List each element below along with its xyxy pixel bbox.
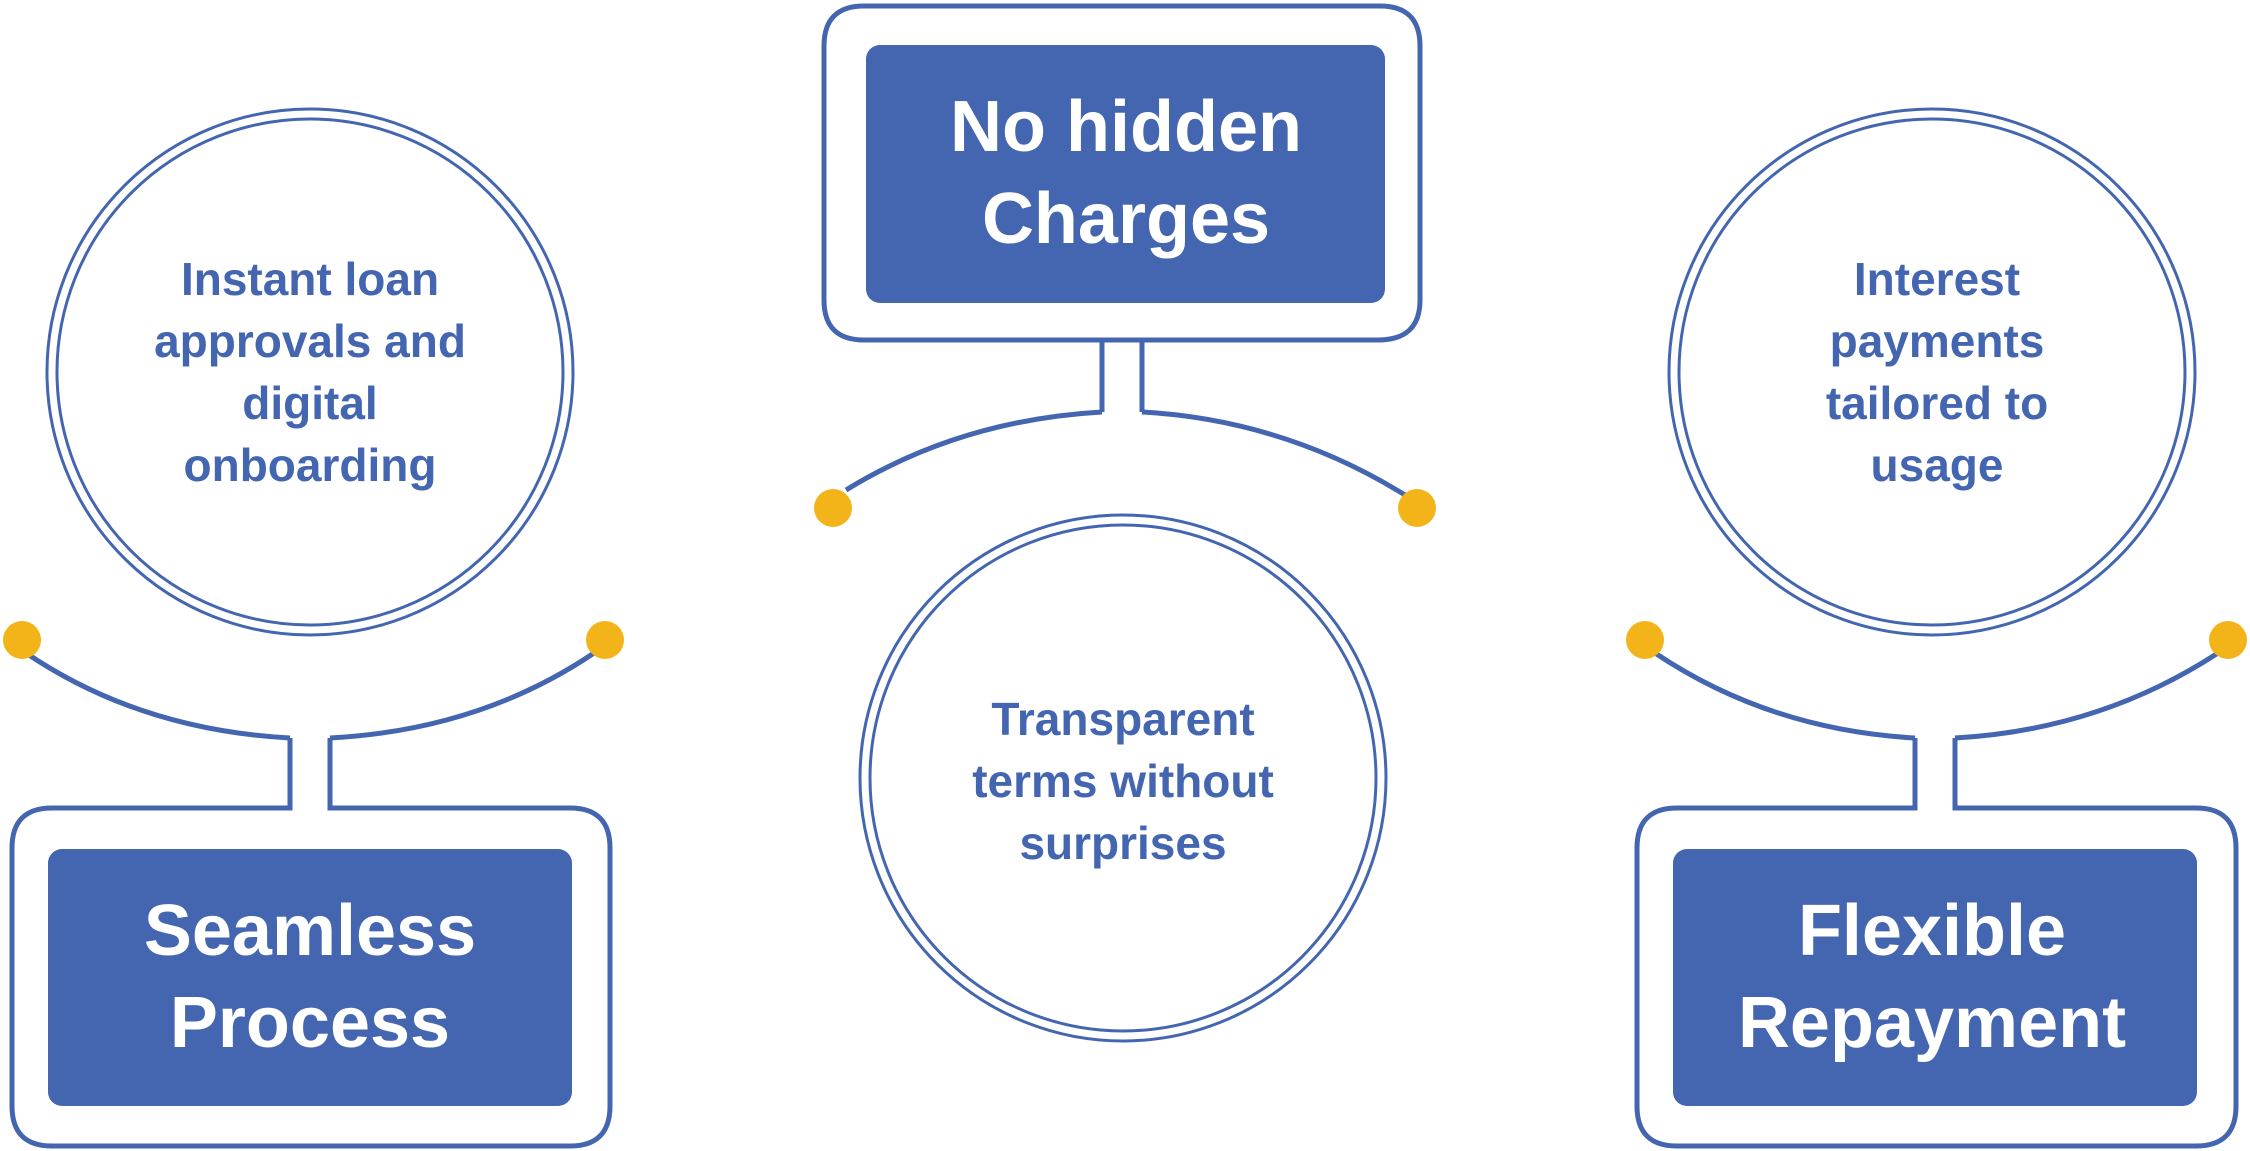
flexible-repayment-box-outline [1634,738,2239,1149]
flexible-repayment-title: Flexible Repayment [1737,891,2127,1063]
no-hidden-charges-arc-right [1141,409,1407,498]
no-hidden-charges-dot-left [814,489,852,527]
flexible-repayment-box [1673,849,2197,1106]
seamless-process-circle-inner [55,117,565,627]
flexible-repayment-arc-left [1653,650,1916,741]
no-hidden-charges-circle-outer [858,513,1388,1043]
no-hidden-charges-dot-right [1398,489,1436,527]
seamless-process-box-outline [9,738,613,1149]
seamless-process-dot-left [3,621,41,659]
seamless-process-dot-right [586,621,624,659]
no-hidden-charges-circle-inner [868,523,1378,1033]
no-hidden-charges-description: Transparent terms without surprises [972,693,1274,869]
seamless-process-title: Seamless Process [143,891,477,1063]
card-no-hidden-charges [814,3,1436,1043]
no-hidden-charges-box-outline [821,3,1423,412]
flexible-repayment-dot-right [2209,621,2247,659]
seamless-process-circle-outer [45,107,575,637]
card-flexible-repayment [1626,107,2247,1149]
seamless-process-arc-left [24,650,291,741]
flexible-repayment-dot-left [1626,621,1664,659]
seamless-process-box [48,849,572,1106]
card-seamless-process [3,107,624,1149]
flexible-repayment-circle-inner [1677,117,2187,627]
seamless-process-description: Instant loan approvals and digital onboa… [154,253,466,491]
flexible-repayment-circle-outer [1667,107,2197,637]
flexible-repayment-description: Interest payments tailored to usage [1825,253,2049,491]
seamless-process-arc-right [329,650,596,741]
no-hidden-charges-title: No hidden Charges [950,87,1302,259]
no-hidden-charges-box [866,45,1385,303]
no-hidden-charges-arc-left [844,409,1103,493]
flexible-repayment-arc-right [1954,650,2220,741]
